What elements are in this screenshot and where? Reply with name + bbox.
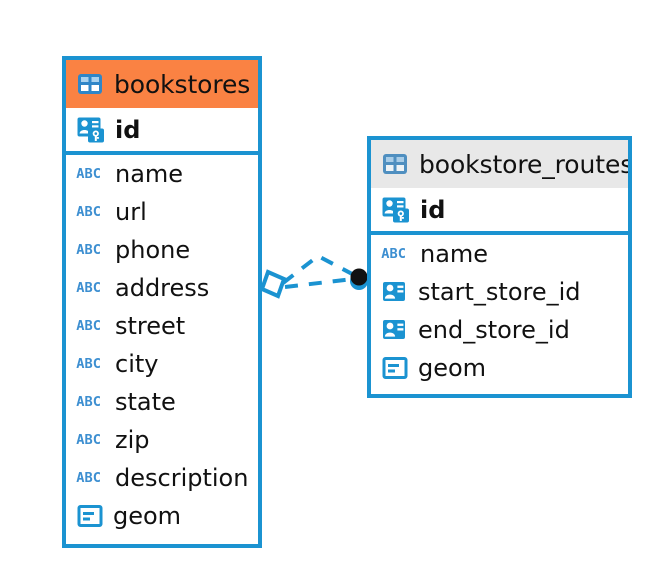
- column-label: name: [115, 160, 184, 188]
- column-row-street[interactable]: ABC street: [66, 307, 258, 345]
- primary-key-icon: [77, 117, 105, 143]
- foreign-key-icon: [382, 281, 408, 303]
- column-row-address[interactable]: ABC address: [66, 269, 258, 307]
- abc-text-icon: ABC: [76, 470, 101, 486]
- foreign-key-icon: [382, 319, 408, 341]
- column-row-id[interactable]: id: [371, 188, 628, 235]
- entity-header-bookstore-routes[interactable]: bookstore_routes: [371, 140, 628, 188]
- abc-text-icon: ABC: [76, 318, 101, 334]
- filled-circle-marker: [350, 268, 368, 290]
- column-label: name: [420, 240, 489, 268]
- column-row-end-store-id[interactable]: end_store_id: [371, 311, 628, 349]
- abc-text-icon: ABC: [76, 432, 101, 448]
- abc-text-icon: ABC: [76, 166, 101, 182]
- column-label: address: [115, 274, 210, 302]
- diamond-marker: [259, 269, 287, 299]
- entity-columns-bookstores: id ABC name ABC url ABC phone ABC addres…: [66, 108, 258, 535]
- column-row-state[interactable]: ABC state: [66, 383, 258, 421]
- abc-text-icon: ABC: [381, 246, 406, 262]
- column-label: url: [115, 198, 147, 226]
- column-label: street: [115, 312, 186, 340]
- abc-text-icon: ABC: [76, 356, 101, 372]
- column-label: description: [115, 464, 249, 492]
- column-row-name[interactable]: ABC name: [371, 235, 628, 273]
- abc-text-icon: ABC: [76, 394, 101, 410]
- column-label: geom: [113, 502, 182, 530]
- column-row-geom[interactable]: geom: [66, 497, 258, 535]
- entity-bookstore-routes[interactable]: bookstore_routes: [367, 136, 632, 398]
- primary-key-icon: [382, 197, 410, 223]
- abc-text-icon: ABC: [76, 280, 101, 296]
- entity-name-label: bookstore_routes: [419, 149, 632, 179]
- column-label: city: [115, 350, 159, 378]
- column-label: state: [115, 388, 176, 416]
- entity-columns-bookstore-routes: id ABC name start_store_id: [371, 188, 628, 387]
- column-row-city[interactable]: ABC city: [66, 345, 258, 383]
- column-row-start-store-id[interactable]: start_store_id: [371, 273, 628, 311]
- column-label: zip: [115, 426, 150, 454]
- column-row-id[interactable]: id: [66, 108, 258, 155]
- column-row-name[interactable]: ABC name: [66, 155, 258, 193]
- entity-bookstores[interactable]: bookstores: [62, 56, 262, 548]
- entity-name-label: bookstores: [114, 69, 251, 99]
- column-label: geom: [418, 354, 487, 382]
- column-row-description[interactable]: ABC description: [66, 459, 258, 497]
- abc-text-icon: ABC: [76, 242, 101, 258]
- column-label: id: [115, 115, 141, 144]
- column-row-phone[interactable]: ABC phone: [66, 231, 258, 269]
- column-label: end_store_id: [418, 316, 570, 344]
- column-row-zip[interactable]: ABC zip: [66, 421, 258, 459]
- relationship-line-lower: [284, 277, 354, 289]
- table-icon: [77, 73, 103, 95]
- entity-header-bookstores[interactable]: bookstores: [66, 60, 258, 108]
- column-row-url[interactable]: ABC url: [66, 193, 258, 231]
- column-row-geom[interactable]: geom: [371, 349, 628, 387]
- column-label: id: [420, 195, 446, 224]
- table-icon: [382, 153, 408, 175]
- relationship-line-upper: [281, 253, 357, 285]
- column-label: phone: [115, 236, 191, 264]
- abc-text-icon: ABC: [76, 204, 101, 220]
- column-label: start_store_id: [418, 278, 581, 306]
- geometry-icon: [77, 505, 103, 527]
- geometry-icon: [382, 357, 408, 379]
